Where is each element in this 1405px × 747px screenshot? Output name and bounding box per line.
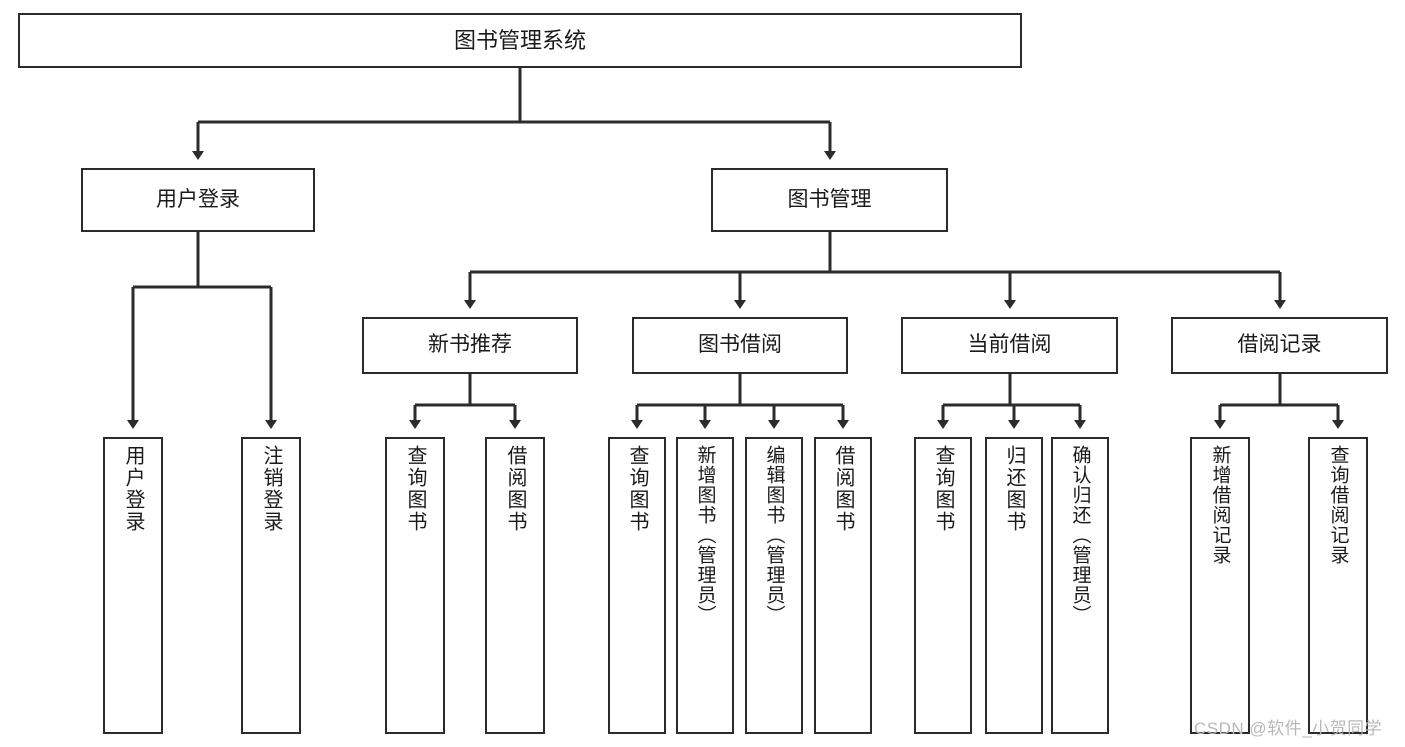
node-leaf-cur-query-label: 查询图书 [932, 445, 954, 533]
node-leaf-borrow-do[interactable]: 借阅图书 [814, 437, 872, 734]
node-leaf-rec-borrow-label: 借阅图书 [504, 445, 526, 533]
node-leaf-borrow-do-label: 借阅图书 [832, 445, 854, 533]
node-user-login-label: 用户登录 [156, 187, 240, 211]
node-leaf-user-login[interactable]: 用户登录 [103, 437, 163, 734]
node-leaf-cur-return-label: 归还图书 [1003, 445, 1025, 533]
node-leaf-rec-query[interactable]: 查询图书 [385, 437, 445, 734]
node-root[interactable]: 图书管理系统 [18, 13, 1022, 68]
watermark: CSDN @软件_小贺同学 [1194, 719, 1383, 738]
node-leaf-borrow-edit[interactable]: 编辑图书（管理员） [745, 437, 803, 734]
node-leaf-rec-query-label: 查询图书 [404, 445, 426, 533]
node-leaf-rec-add-label: 新增借阅记录 [1209, 445, 1231, 565]
node-leaf-borrow-add[interactable]: 新增图书（管理员） [676, 437, 734, 734]
node-leaf-rec-search-label: 查询借阅记录 [1327, 445, 1349, 565]
node-borrow-record-label: 借阅记录 [1237, 333, 1322, 357]
node-user-login[interactable]: 用户登录 [81, 168, 315, 232]
node-leaf-user-login-label: 用户登录 [122, 445, 144, 533]
node-new-book-rec[interactable]: 新书推荐 [362, 317, 578, 374]
node-leaf-borrow-edit-label: 编辑图书（管理员） [763, 445, 785, 625]
node-book-manage[interactable]: 图书管理 [711, 168, 948, 232]
node-current-borrow-label: 当前借阅 [967, 333, 1052, 357]
node-current-borrow[interactable]: 当前借阅 [901, 317, 1118, 374]
node-leaf-user-logout-label: 注销登录 [260, 445, 282, 533]
node-leaf-cur-confirm-label: 确认归还（管理员） [1069, 445, 1091, 625]
node-new-book-rec-label: 新书推荐 [428, 333, 512, 357]
node-leaf-borrow-query[interactable]: 查询图书 [608, 437, 666, 734]
node-leaf-cur-confirm[interactable]: 确认归还（管理员） [1051, 437, 1109, 734]
node-book-borrow-label: 图书借阅 [698, 333, 782, 357]
node-book-borrow[interactable]: 图书借阅 [632, 317, 848, 374]
node-leaf-borrow-query-label: 查询图书 [626, 445, 648, 533]
node-borrow-record[interactable]: 借阅记录 [1171, 317, 1388, 374]
node-leaf-rec-add[interactable]: 新增借阅记录 [1190, 437, 1250, 734]
node-leaf-rec-borrow[interactable]: 借阅图书 [485, 437, 545, 734]
node-leaf-borrow-add-label: 新增图书（管理员） [694, 445, 716, 625]
node-root-label: 图书管理系统 [453, 27, 586, 53]
node-leaf-rec-search[interactable]: 查询借阅记录 [1308, 437, 1368, 734]
node-leaf-cur-return[interactable]: 归还图书 [985, 437, 1043, 734]
node-leaf-user-logout[interactable]: 注销登录 [241, 437, 301, 734]
node-book-manage-label: 图书管理 [787, 187, 872, 211]
node-leaf-cur-query[interactable]: 查询图书 [914, 437, 972, 734]
